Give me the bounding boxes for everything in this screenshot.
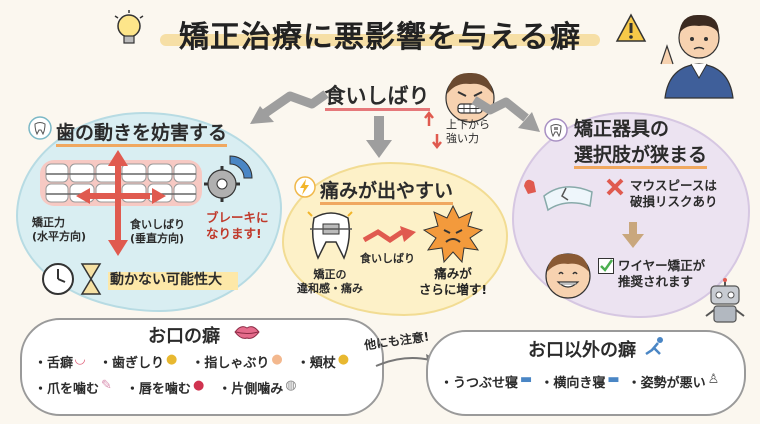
posture-icon — [644, 336, 666, 356]
middle-heading-text: 痛みが出やすい — [320, 180, 454, 205]
habit-nail: ・爪を噛む — [34, 382, 100, 397]
tooth-brace-small-icon — [544, 118, 568, 142]
left-heading: 歯の動きを妨害する — [56, 118, 228, 147]
oral-habits-heading: お口の癖 — [148, 326, 220, 347]
lips-icon — [234, 324, 260, 340]
habit-cheek: ・頬杖 — [296, 356, 336, 371]
brake-text: ブレーキに なります! — [206, 210, 269, 241]
lightning-icon — [294, 176, 316, 198]
oral-habits-cloud — [20, 318, 384, 416]
right-heading-line1: 矯正器具の — [574, 118, 670, 140]
center-label-box: 食いしばり — [322, 80, 432, 111]
tooth-braces-icon — [306, 208, 356, 262]
lightbulb-icon — [112, 10, 146, 50]
horizontal-force-label: 矯正力 (水平方向) — [32, 216, 87, 243]
non-oral-habits-heading: お口以外の癖 — [528, 340, 636, 361]
habit-tongue: ・舌癖 — [34, 356, 74, 371]
arrow-to-left-icon — [230, 86, 330, 136]
middle-result: 痛みが さらに増す! — [418, 266, 488, 297]
up-down-arrow-icon — [424, 110, 442, 150]
pain-burst-icon — [422, 204, 484, 264]
walking-icon: ♙ — [707, 372, 720, 387]
tongue-icon: ◡ — [75, 352, 86, 367]
result-highlight — [108, 272, 238, 290]
sofa-icon: ▬ — [607, 372, 620, 387]
arrow-label: 食いしばり — [360, 252, 415, 265]
bed-icon: ▬ — [520, 372, 533, 387]
thinking-icon: ● — [337, 352, 350, 367]
arrow-down-small-icon — [622, 222, 644, 248]
arrow-down-icon — [366, 116, 392, 160]
non-oral-habits-list: ・うつぶせ寝▬ ・横向き寝▬ ・姿勢が悪い♙ — [440, 372, 740, 391]
page-title: 矯正治療に悪影響を与える癖 — [178, 20, 582, 55]
middle-heading: 痛みが出やすい — [320, 176, 454, 205]
robot-icon — [704, 278, 746, 326]
left-heading-text: 歯の動きを妨害する — [56, 122, 228, 147]
zigzag-arrow-icon — [362, 224, 418, 248]
right-heading: 矯正器具の 選択肢が狭まる — [574, 116, 708, 169]
habit-prone-sleep: ・うつぶせ寝 — [440, 376, 519, 391]
habit-one-side: ・片側噛み — [218, 382, 284, 397]
habit-side-sleep: ・横向き寝 — [540, 376, 606, 391]
doctor-illustration — [655, 6, 743, 99]
broken-mouthpiece-icon — [520, 172, 600, 222]
habit-bad-posture: ・姿勢が悪い — [627, 376, 706, 391]
tooth-icon — [28, 116, 52, 140]
ng-cross-icon — [606, 178, 624, 196]
check-icon — [598, 258, 614, 274]
vertical-force-arrow-icon — [108, 150, 128, 256]
title-area: 矯正治療に悪影響を与える癖 — [150, 8, 610, 55]
lip-icon: ● — [192, 378, 205, 393]
oral-habits-list: ・舌癖◡ ・歯ぎしり● ・指しゃぶり● ・頬杖● ・爪を噛む✎ ・唇を噛む● ・… — [34, 352, 374, 400]
left-result: 動かない可能性大 — [110, 272, 222, 288]
smiling-boy-illustration — [542, 248, 594, 300]
ok-text: ワイヤー矯正が 推奨されます — [618, 258, 706, 289]
center-label: 食いしばり — [324, 84, 430, 111]
clock-hourglass-icon — [42, 262, 104, 296]
non-oral-habits-cloud — [426, 330, 746, 416]
habit-grinding: ・歯ぎしり — [99, 356, 165, 371]
discomfort-label: 矯正の 違和感・痛み — [297, 268, 363, 295]
habit-thumb: ・指しゃぶり — [191, 356, 270, 371]
plate-icon: ◍ — [285, 378, 297, 393]
nail-icon: ✎ — [101, 378, 112, 393]
vertical-force-label: 食いしばり (垂直方向) — [130, 218, 185, 245]
warning-icon — [615, 13, 647, 42]
baby-icon: ● — [271, 352, 283, 367]
habit-lip: ・唇を噛む — [125, 382, 191, 397]
ng-text: マウスピースは 破損リスクあり — [630, 178, 718, 209]
right-heading-line2: 選択肢が狭まる — [574, 144, 708, 169]
arrow-to-right-icon — [470, 92, 550, 138]
grimace-icon: ● — [166, 352, 178, 367]
brake-gear-icon — [200, 150, 258, 206]
force-label: 上下から 強い力 — [446, 118, 490, 145]
horizontal-force-arrow-icon — [76, 188, 166, 204]
